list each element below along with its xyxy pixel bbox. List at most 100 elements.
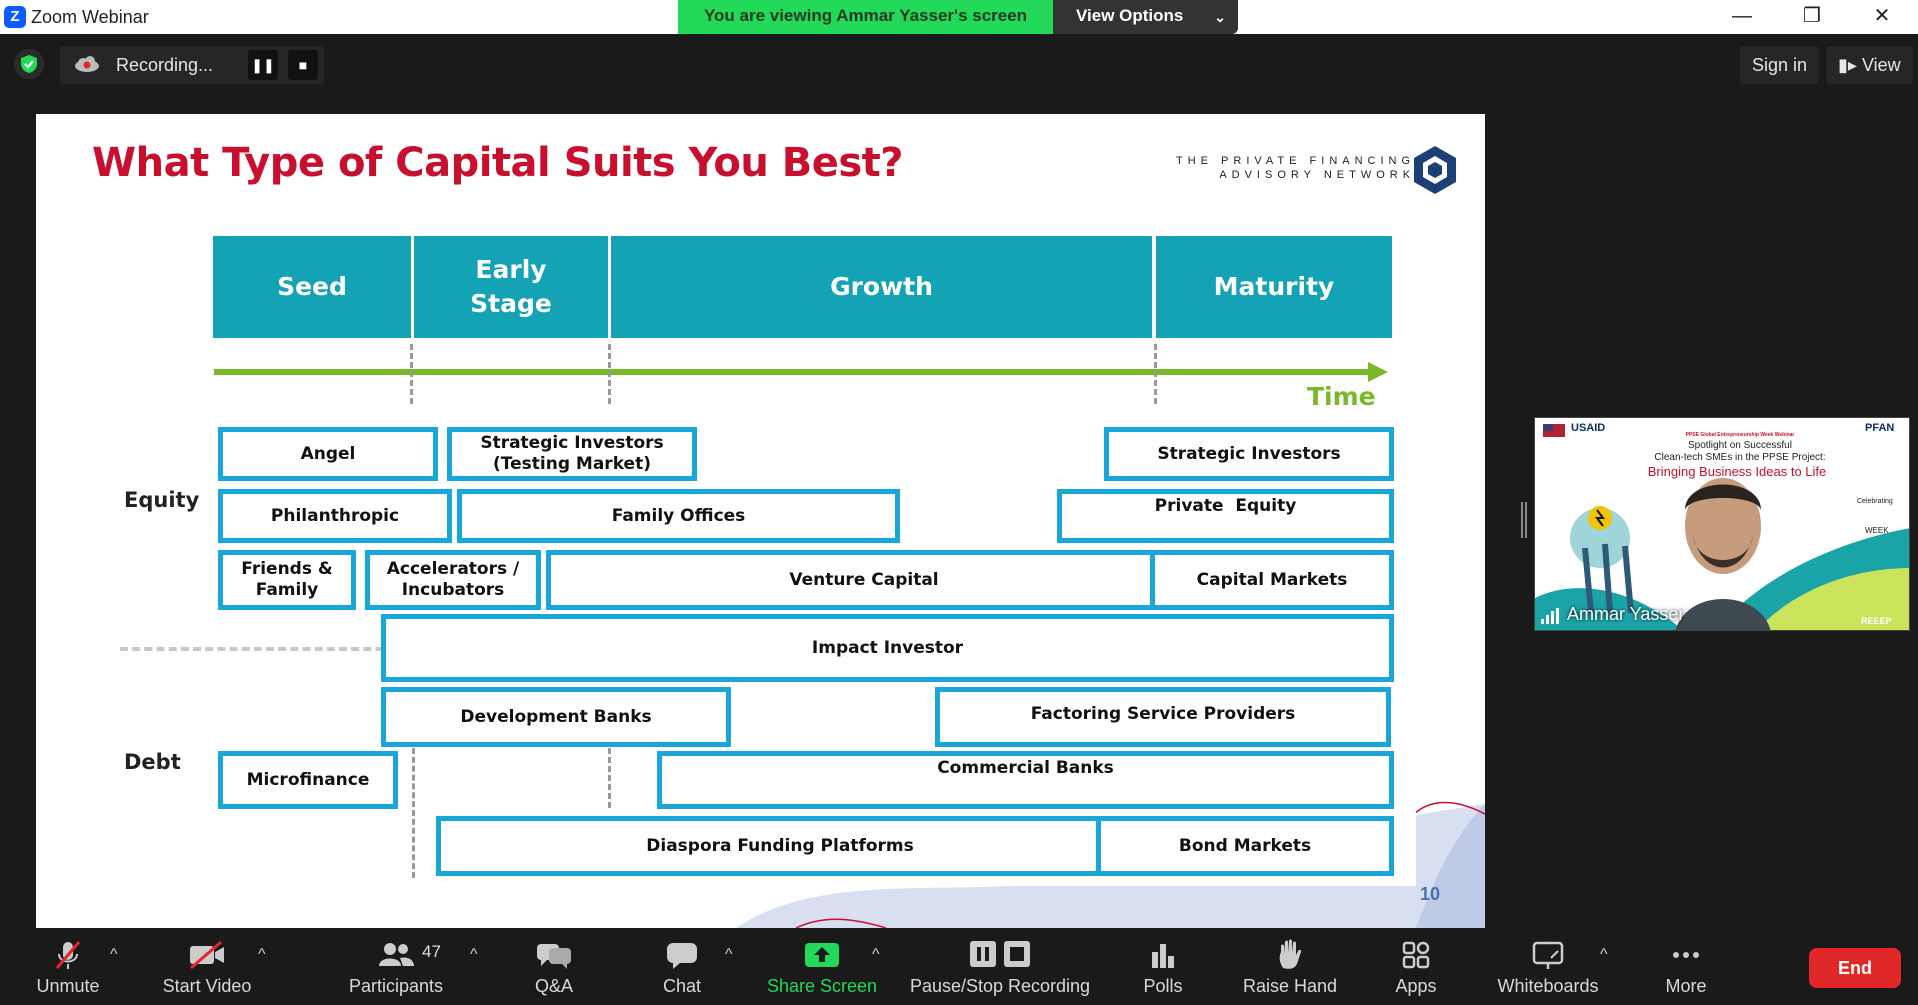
- view-button[interactable]: ▮▸ View: [1826, 46, 1913, 84]
- chat-button[interactable]: Chat: [644, 930, 720, 1005]
- chevron-down-icon: ⌄: [1214, 9, 1226, 25]
- box-strategic-investors: Strategic Investors: [1104, 427, 1394, 481]
- webinar-line-1: Spotlight on Successful: [1688, 440, 1792, 451]
- restore-icon[interactable]: ❐: [1803, 5, 1821, 27]
- meeting-topbar: Recording... ❚❚ ■ Sign in ▮▸ View: [0, 34, 1918, 94]
- speaker-video-tile[interactable]: USAID PFAN PPSE Global Entrepreneurship …: [1534, 417, 1910, 631]
- whiteboards-caret-icon[interactable]: ^: [1600, 946, 1608, 963]
- box-development-banks: Development Banks: [381, 687, 731, 747]
- participants-button[interactable]: Participants: [340, 930, 452, 1005]
- polls-button[interactable]: Polls: [1130, 930, 1196, 1005]
- box-family-offices: Family Offices: [457, 489, 900, 543]
- chat-label: Chat: [662, 976, 702, 996]
- cloud-recording-icon: [75, 56, 99, 72]
- stage-divider: [410, 344, 413, 404]
- minimize-icon[interactable]: —: [1732, 5, 1752, 27]
- usaid-logo: USAID: [1571, 422, 1606, 434]
- unmute-button[interactable]: Unmute: [20, 930, 116, 1005]
- box-philanthropic: Philanthropic: [218, 489, 452, 543]
- slide-title: What Type of Capital Suits You Best?: [92, 140, 903, 186]
- meeting-toolbar: Unmute ^ Start Video ^ Participants 47 ^…: [0, 930, 1918, 1005]
- unmute-label: Unmute: [36, 976, 100, 996]
- stage-divider: [412, 748, 415, 878]
- microphone-muted-icon: [55, 941, 81, 969]
- stage-growth: Growth: [611, 236, 1152, 338]
- video-camera-off-icon: [190, 940, 224, 970]
- box-impact-investor: Impact Investor: [381, 614, 1394, 682]
- viewing-screen-banner: You are viewing Ammar Yasser's screen: [678, 0, 1053, 34]
- stage-early: Early Stage: [414, 236, 608, 338]
- webinar-highlight: Bringing Business Ideas to Life: [1647, 464, 1827, 479]
- participants-label: Participants: [348, 976, 444, 996]
- pfan-small-logo: PFAN: [1865, 422, 1895, 434]
- stage-maturity: Maturity: [1156, 236, 1392, 338]
- box-friends-family: Friends & Family: [218, 550, 356, 610]
- box-angel: Angel: [218, 427, 438, 481]
- whiteboards-button[interactable]: Whiteboards: [1488, 930, 1608, 1005]
- stage-seed: Seed: [213, 236, 411, 338]
- box-accelerators: Accelerators / Incubators: [365, 550, 541, 610]
- start-video-button[interactable]: Start Video: [152, 930, 262, 1005]
- sign-in-button[interactable]: Sign in: [1740, 46, 1820, 84]
- brand-line-2: ADVISORY NETWORK: [1219, 169, 1416, 181]
- box-accelerators-label: Accelerators / Incubators: [386, 559, 520, 600]
- box-strategic-testing-label: Strategic Investors (Testing Market): [480, 433, 664, 474]
- box-factoring: Factoring Service Providers: [935, 687, 1391, 747]
- pause-recording-button[interactable]: ❚❚: [248, 50, 278, 80]
- panel-resize-handle[interactable]: [1521, 502, 1527, 538]
- participants-caret-icon[interactable]: ^: [470, 946, 478, 963]
- webinar-line-2: Clean-tech SMEs in the PPSE Project:: [1654, 452, 1826, 463]
- share-caret-icon[interactable]: ^: [872, 946, 880, 963]
- box-private-equity-label: Private Equity: [1154, 496, 1297, 516]
- qa-icon: [537, 944, 571, 969]
- stage-early-label: Early Stage: [470, 255, 552, 318]
- apps-button[interactable]: Apps: [1384, 930, 1448, 1005]
- audio-options-caret-icon[interactable]: ^: [110, 946, 118, 963]
- close-icon[interactable]: ✕: [1873, 5, 1891, 27]
- box-capital-markets: Capital Markets: [1150, 550, 1394, 610]
- qa-button[interactable]: Q&A: [516, 930, 592, 1005]
- apps-icon: [1402, 941, 1430, 969]
- whiteboards-label: Whiteboards: [1497, 976, 1599, 996]
- celebrating-label: Celebrating: [1857, 498, 1893, 505]
- box-bond-markets: Bond Markets: [1096, 816, 1394, 876]
- box-commercial-banks-label: Commercial Banks: [937, 758, 1114, 778]
- raise-hand-button[interactable]: Raise Hand: [1234, 930, 1346, 1005]
- more-button[interactable]: More: [1654, 930, 1718, 1005]
- participants-icon: [379, 943, 414, 966]
- box-friends-family-label: Friends & Family: [241, 559, 333, 600]
- end-button[interactable]: End: [1809, 948, 1901, 988]
- participant-count: 47: [422, 942, 441, 961]
- box-microfinance: Microfinance: [218, 751, 398, 809]
- start-video-label: Start Video: [162, 976, 252, 996]
- share-screen-button[interactable]: Share Screen: [764, 930, 880, 1005]
- box-factoring-label: Factoring Service Providers: [1030, 704, 1296, 724]
- polls-label: Polls: [1143, 976, 1183, 996]
- video-frame: [1535, 418, 1909, 630]
- box-commercial-banks: Commercial Banks: [657, 751, 1394, 809]
- box-private-equity: Private Equity: [1057, 489, 1394, 543]
- security-shield-icon[interactable]: [14, 49, 44, 79]
- box-diaspora: Diaspora Funding Platforms: [436, 816, 1124, 876]
- window-titlebar: Z Zoom Webinar You are viewing Ammar Yas…: [0, 0, 1918, 34]
- video-options-caret-icon[interactable]: ^: [258, 946, 266, 963]
- slide-page-number: 10: [1420, 884, 1441, 904]
- raise-hand-icon: [1279, 939, 1302, 969]
- time-label: Time: [1307, 382, 1376, 411]
- reeep-logo: REEEP: [1861, 616, 1892, 626]
- chat-caret-icon[interactable]: ^: [725, 946, 733, 963]
- pause-stop-recording-button[interactable]: Pause/Stop Recording: [904, 930, 1096, 1005]
- equity-debt-divider: [120, 647, 420, 651]
- share-screen-label: Share Screen: [766, 976, 878, 996]
- gew-week-label: WEEK: [1865, 526, 1889, 535]
- more-label: More: [1665, 976, 1707, 996]
- box-venture-capital: Venture Capital: [546, 550, 1182, 610]
- view-options-button[interactable]: View Options ⌄: [1053, 0, 1238, 34]
- stop-recording-button[interactable]: ■: [288, 50, 318, 80]
- more-dots-icon: [1673, 952, 1699, 958]
- polls-icon: [1152, 944, 1174, 968]
- pfan-logo-icon: [1414, 146, 1456, 194]
- share-screen-icon: [805, 943, 839, 967]
- shared-screen: What Type of Capital Suits You Best? THE…: [36, 114, 1485, 928]
- webinar-top-line: PPSE Global Entrepreneurship Week Webina…: [1685, 432, 1795, 438]
